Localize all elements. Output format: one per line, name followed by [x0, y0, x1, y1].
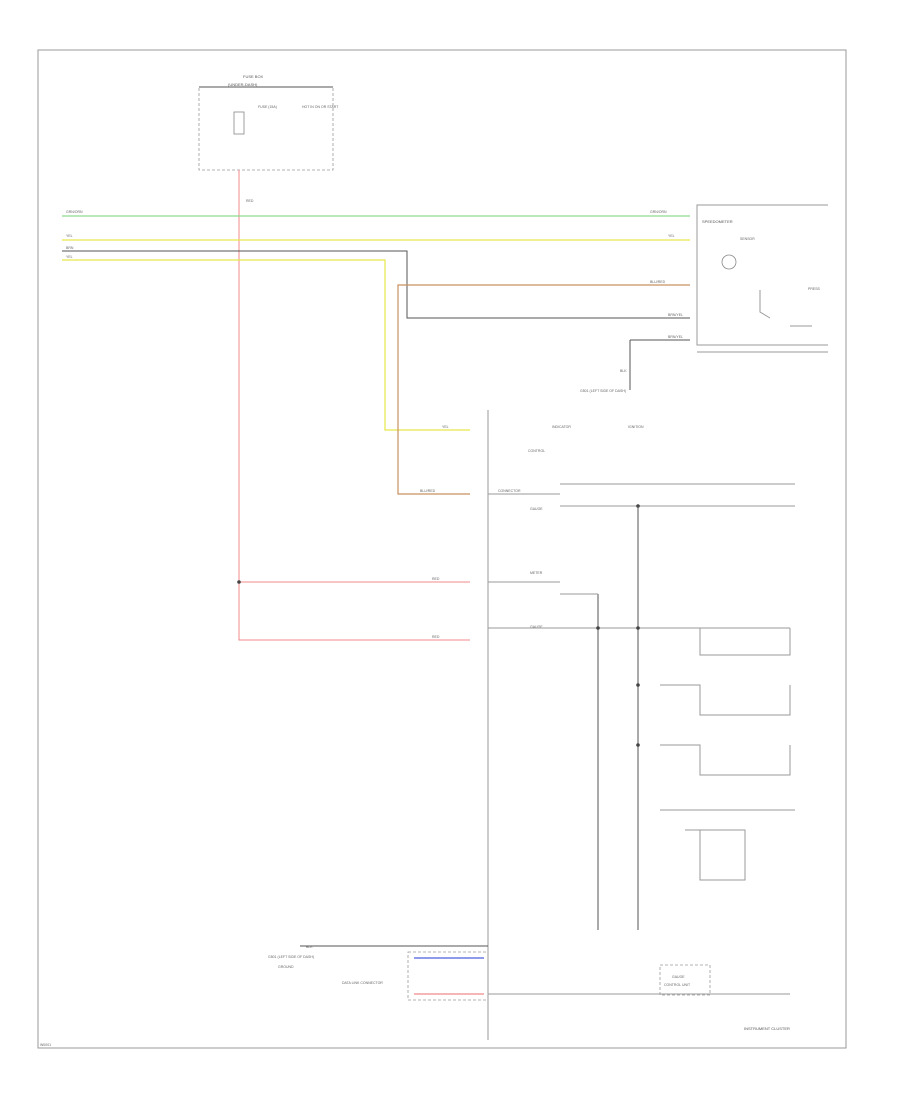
gauge-circuit-2	[660, 684, 791, 716]
black-right-label-2: BRN/YEL	[668, 335, 683, 339]
splice-gauge-2	[636, 743, 640, 747]
gauge-circuit-3	[660, 744, 791, 776]
red-mid-label-2: RED	[432, 635, 440, 639]
diagram-border	[37, 49, 847, 1049]
red-mid-label-1: RED	[432, 577, 440, 581]
wire-orange	[397, 284, 690, 495]
corner-code: W0001	[40, 1043, 51, 1047]
right-component-label-2: SENSOR	[740, 237, 755, 241]
connector-note-2: IGNITION	[628, 425, 644, 429]
bus-green-label: GRN/ORN	[66, 210, 83, 214]
right-component-symbol	[721, 254, 737, 270]
sub-label-4: GAUGE	[530, 625, 543, 629]
black-right-label: BRN/YEL	[668, 313, 683, 317]
yel-mid-label: YEL	[442, 425, 449, 429]
splice-gauge-1	[636, 683, 640, 687]
fuse-box-subtitle: (UNDER-DASH)	[228, 82, 258, 87]
connector-note-3: CONTROL	[528, 449, 545, 453]
bottom-right-label-2: CONTROL UNIT	[664, 983, 691, 987]
footer-right-label: INSTRUMENT CLUSTER	[744, 1026, 790, 1031]
bus-yellow-1-label: YEL	[66, 234, 73, 238]
bottom-left-label-3: GROUND	[278, 965, 294, 969]
splice-cluster-mid-1	[596, 626, 600, 630]
bus-black-label: BRN	[66, 246, 74, 250]
blu-red-mid-label: BLU/RED	[420, 489, 436, 493]
fuse-element	[233, 111, 245, 135]
bottom-left-connector	[407, 951, 489, 1001]
splice-cluster-mid-2	[636, 626, 640, 630]
gauge-circuit-5	[685, 829, 746, 881]
bus-yellow-2-label: YEL	[66, 255, 73, 259]
ground-note: G501 (LEFT SIDE OF DASH)	[580, 389, 626, 393]
wire-red-top-label: RED	[246, 199, 254, 203]
sub-label-3: METER	[530, 571, 543, 575]
bottom-left-label-2: G501 (LEFT SIDE OF DASH)	[268, 955, 314, 959]
fuse-box-connector: FUSE (15A)	[258, 105, 277, 109]
sub-label-1: CONNECTOR	[498, 489, 521, 493]
bottom-right-component	[659, 964, 711, 996]
right-component-switch	[759, 290, 812, 327]
fuse-box-note: HOT IN ON OR START	[302, 105, 339, 109]
bottom-right-label-1: GAUGE	[672, 975, 685, 979]
gauge-circuit-1	[660, 627, 791, 656]
fuse-box-title: FUSE BOX	[243, 74, 264, 79]
right-component-side-label: PRESS	[808, 287, 821, 291]
wire-red-main	[238, 170, 470, 641]
orange-right-label: BLU/RED	[650, 280, 666, 284]
fuse-box	[198, 86, 334, 171]
bottom-left-label-1: BLK	[306, 945, 313, 949]
right-component-box	[696, 204, 828, 346]
ground-label: BLK	[620, 369, 627, 373]
sub-label-2: GAUGE	[530, 507, 543, 511]
right-component-title: SPEEDOMETER	[702, 219, 733, 224]
splice-red-upper	[237, 580, 241, 584]
bus-yellow-right-label: YEL	[668, 234, 675, 238]
bottom-left-label-4: DATA LINK CONNECTOR	[342, 981, 383, 985]
bus-green-right-label: GRN/ORN	[650, 210, 667, 214]
bus-wire-yellow-2	[62, 259, 470, 431]
connector-note-1: INDICATOR	[552, 425, 571, 429]
